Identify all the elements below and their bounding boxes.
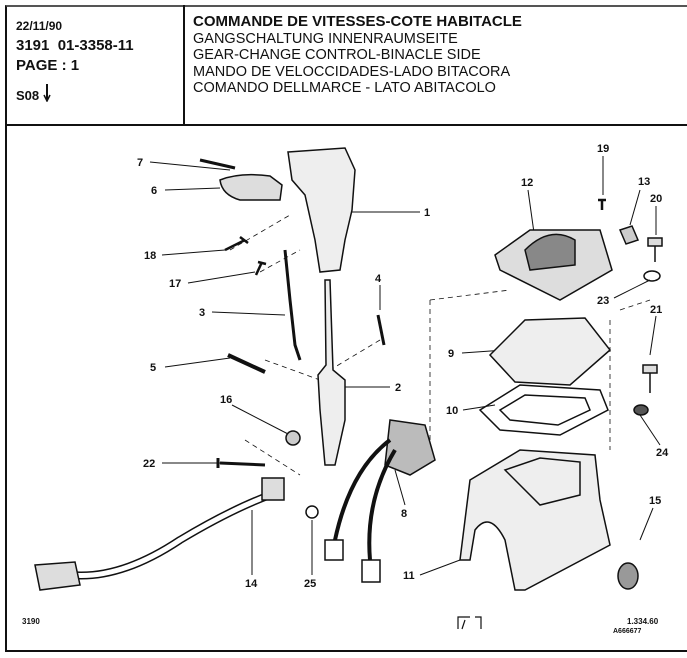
callout-5: 5 [150,362,156,374]
part-14-end-fitting [34,561,81,591]
part-3-rod [283,249,302,361]
callout-10: 10 [446,405,458,417]
part-14-cable [40,482,283,580]
page-mark-symbol [457,616,482,630]
part-5-pin [227,353,266,374]
part-8-harness [384,419,436,476]
part-19-screw [598,198,606,210]
callout-14: 14 [245,578,258,590]
section-code: S08 [16,84,134,108]
callout-20: 20 [650,193,662,205]
leader-lines [149,156,661,576]
title-de: GANGSCHALTUNG INNENRAUMSEITE [193,30,458,47]
callout-13: 13 [638,176,650,188]
page-number: PAGE : 1 [16,57,80,74]
assembly-guides [229,214,651,476]
titles: COMMANDE DE VITESSES-COTE HABITACLE GANG… [193,13,522,97]
callout-9: 9 [448,348,454,360]
callout-15: 15 [649,495,661,507]
part-9-frame [488,317,612,386]
callout-25: 25 [304,578,316,590]
page-frame [5,5,687,652]
part-23-washer [643,270,661,282]
title-it: COMANDO DELLMARCE - LATO ABITACOLO [193,80,496,96]
part-6-knob-cover [219,173,283,201]
part-22-bolt [216,458,266,468]
callouts: 7 6 1 18 17 3 4 5 2 16 22 14 25 8 11 12 … [137,143,669,590]
part-10-gasket [478,384,609,436]
title-fr: COMMANDE DE VITESSES-COTE HABITACLE [193,13,522,30]
footer-right-code-sub: A666677 [613,628,642,633]
part-1-lever-housing [287,147,356,273]
reference-number: 3191 01-3358-11 [16,37,134,54]
title-en: GEAR-CHANGE CONTROL-BINACLE SIDE [193,47,481,63]
date: 22/11/90 [16,19,63,33]
callout-3: 3 [199,307,205,319]
callout-12: 12 [521,177,533,189]
part-18-screw [224,236,249,252]
part-13-clip [618,225,640,245]
part-21-screw [642,364,658,393]
part-4-pin [376,314,386,346]
part-8-connector [324,539,344,561]
document-info: 22/11/90 3191 01-3358-11 PAGE : 1 S08 [16,16,134,108]
part-24-washer [633,404,649,416]
part-25-washer [305,505,319,519]
callout-7: 7 [137,157,143,169]
callout-8: 8 [401,508,407,520]
part-17-screw [254,260,267,276]
callout-1: 1 [424,207,430,219]
arrow-down-icon [43,84,51,108]
part-15-plug [617,562,639,590]
part-14-bracket [261,477,285,501]
footer-right-code: 1.334.60 [627,617,659,626]
part-2-lever [317,279,346,466]
part-16-bush [285,430,301,446]
callout-6: 6 [151,185,157,197]
callout-2: 2 [395,382,401,394]
callout-19: 19 [597,143,609,155]
exploded-parts-diagram: 7 6 1 18 17 3 4 5 2 16 22 14 25 8 11 12 … [34,143,669,630]
part-7-pin [199,158,236,170]
header-box [5,5,687,126]
header-divider [183,5,185,124]
callout-23: 23 [597,295,609,307]
callout-18: 18 [144,250,156,262]
callout-22: 22 [143,458,155,470]
callout-11: 11 [403,570,415,582]
part-20-screw [647,237,663,262]
bottom-rule [5,650,687,652]
section-label: S08 [16,88,40,103]
callout-17: 17 [169,278,181,290]
callout-24: 24 [656,447,669,459]
title-es: MANDO DE VELOCCIDADES-LADO BITACORA [193,63,511,80]
footer-left-code: 3190 [22,617,40,626]
callout-21: 21 [650,304,662,316]
part-11-bracket [459,449,611,591]
callout-4: 4 [375,273,382,285]
callout-16: 16 [220,394,232,406]
